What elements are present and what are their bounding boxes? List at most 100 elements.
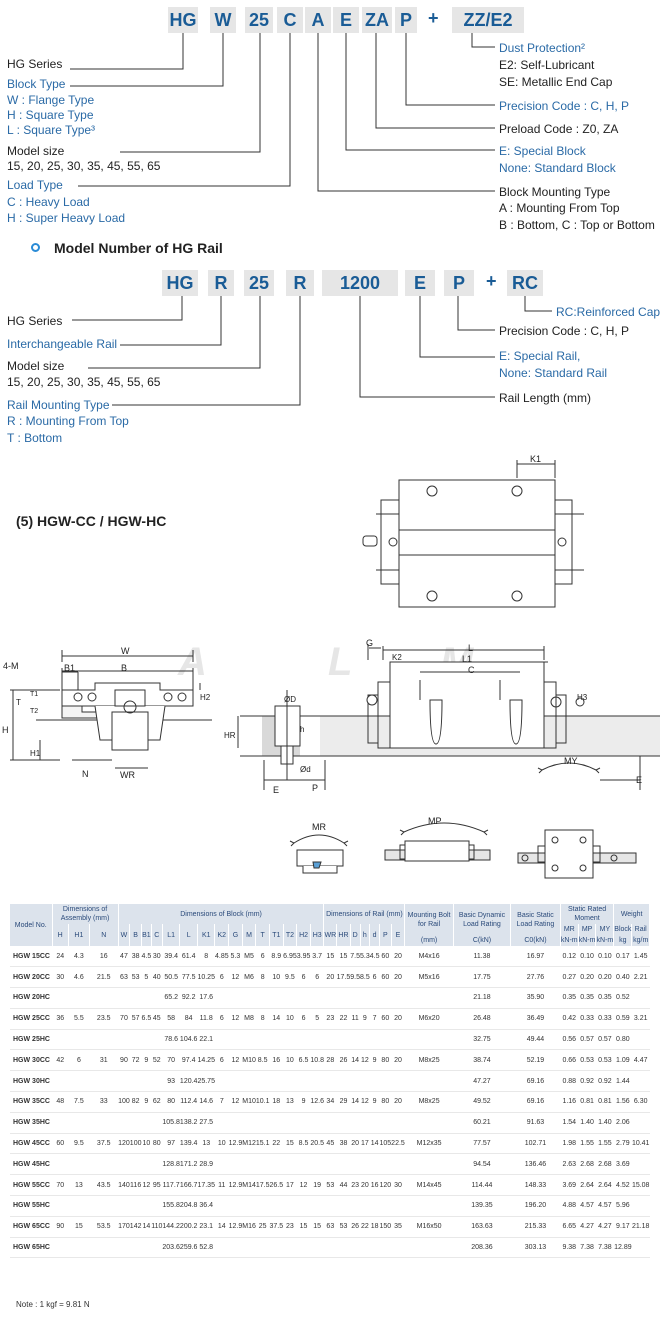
table-cell: 9.17 bbox=[613, 1216, 632, 1238]
table-cell bbox=[404, 1237, 454, 1259]
table-cell: 70 bbox=[118, 1008, 130, 1030]
table-cell: 110 bbox=[151, 1216, 163, 1238]
table-cell: 1.40 bbox=[578, 1112, 596, 1134]
table-cell: 12 bbox=[228, 1008, 243, 1030]
table-cell: M5x16 bbox=[404, 966, 454, 989]
table-cell: M12 bbox=[242, 1133, 256, 1155]
table-cell: 7 bbox=[369, 1008, 380, 1030]
table-cell: 84 bbox=[179, 1008, 198, 1030]
table-cell: 63 bbox=[118, 966, 130, 989]
table-cell: 30 bbox=[52, 966, 69, 989]
rail-heading: Model Number of HG Rail bbox=[54, 240, 223, 256]
block-code-leader-lines bbox=[70, 33, 495, 192]
rail-code-leader-lines bbox=[72, 296, 552, 406]
table-cell: 208.36 bbox=[453, 1237, 511, 1259]
dim-p: P bbox=[312, 783, 319, 793]
table-cell: 80 bbox=[151, 1133, 163, 1155]
table-cell: 3.7 bbox=[310, 946, 324, 968]
table-cell: 2.64 bbox=[595, 1174, 614, 1197]
table-cell bbox=[255, 1195, 270, 1217]
table-cell bbox=[89, 1029, 119, 1051]
table-cell: 19 bbox=[310, 1174, 324, 1197]
table-cell bbox=[141, 987, 152, 1009]
table-cell: 77.57 bbox=[453, 1133, 511, 1155]
table-cell: 17.5 bbox=[255, 1174, 270, 1197]
table-cell: 90 bbox=[118, 1049, 130, 1072]
table-cell: 32.75 bbox=[453, 1029, 511, 1051]
table-cell bbox=[391, 1195, 405, 1217]
table-cell: 9 bbox=[369, 1091, 380, 1113]
table-cell bbox=[228, 1029, 243, 1051]
rail-length-label: Rail Length (mm) bbox=[499, 391, 592, 405]
table-cell bbox=[336, 1029, 351, 1051]
dim-od-small: Ød bbox=[300, 765, 311, 774]
table-cell bbox=[242, 1070, 256, 1093]
table-cell: 15 bbox=[323, 946, 337, 968]
table-cell: 0.35 bbox=[578, 987, 596, 1009]
table-cell: 44 bbox=[336, 1174, 351, 1197]
table-cell: 23 bbox=[323, 1008, 337, 1030]
code-seg-preload: ZA bbox=[362, 7, 392, 33]
table-cell: 8 bbox=[197, 946, 215, 968]
th-unit-4: kg/m bbox=[631, 935, 650, 946]
table-cell: 12 bbox=[360, 1091, 370, 1113]
block-mounting-a: A : Mounting From Top bbox=[499, 201, 620, 215]
table-cell: 45 bbox=[323, 1133, 337, 1155]
table-cell: 38 bbox=[129, 946, 142, 968]
table-cell bbox=[404, 1070, 454, 1093]
rail-seg-length: 1200 bbox=[322, 270, 398, 296]
table-cell: 8.9 bbox=[269, 946, 284, 968]
table-cell: 0.92 bbox=[578, 1070, 596, 1093]
table-cell bbox=[214, 1070, 229, 1093]
table-cell: 21.18 bbox=[631, 1216, 650, 1238]
table-cell bbox=[391, 1237, 405, 1259]
table-cell bbox=[631, 1029, 650, 1051]
table-cell: 25 bbox=[255, 1216, 270, 1238]
table-cell: M14 bbox=[242, 1174, 256, 1197]
moment-mp-label: MP bbox=[428, 816, 442, 826]
th-sub-25: (mm) bbox=[404, 935, 454, 946]
block-model-size-values: 15, 20, 25, 30, 35, 45, 55, 65 bbox=[7, 159, 161, 173]
table-cell bbox=[369, 1237, 380, 1259]
dim-t: T bbox=[16, 698, 21, 707]
table-cell: 0.42 bbox=[560, 1008, 579, 1030]
table-cell: 22.1 bbox=[197, 1029, 215, 1051]
th-model: Model No. bbox=[10, 904, 53, 946]
table-cell bbox=[68, 1070, 90, 1093]
rail-interchangeable-label: Interchangeable Rail bbox=[7, 337, 118, 351]
table-cell: 0.53 bbox=[595, 1049, 614, 1072]
table-cell: 10 bbox=[141, 1133, 152, 1155]
table-cell bbox=[360, 1070, 370, 1093]
dim-w: W bbox=[121, 646, 130, 656]
table-cell bbox=[369, 1153, 380, 1176]
table-cell: 13 bbox=[68, 1174, 90, 1197]
dim-hr: HR bbox=[224, 731, 236, 740]
table-cell: 9 bbox=[296, 1091, 311, 1113]
table-cell: 80 bbox=[379, 1091, 392, 1113]
table-cell: 47.27 bbox=[453, 1070, 511, 1093]
block-series-label: HG Series bbox=[7, 57, 63, 71]
table-cell: 14 bbox=[369, 1133, 380, 1155]
th-sub-12: M bbox=[242, 924, 257, 946]
table-cell: 11 bbox=[350, 1008, 361, 1030]
table-cell bbox=[336, 1112, 351, 1134]
table-cell: 12.9 bbox=[228, 1133, 243, 1155]
table-cell: 23 bbox=[283, 1216, 297, 1238]
table-cell bbox=[228, 987, 243, 1009]
table-cell: 0.57 bbox=[578, 1029, 596, 1051]
table-cell bbox=[214, 987, 229, 1009]
th-sub-9: K1 bbox=[197, 924, 216, 946]
table-cell bbox=[269, 1153, 284, 1176]
table-cell-model: HGW 35CC bbox=[10, 1091, 52, 1113]
dim-h-small: h bbox=[300, 725, 305, 734]
table-cell: 97.4 bbox=[179, 1049, 198, 1072]
table-cell bbox=[52, 1029, 69, 1051]
table-cell bbox=[242, 1195, 256, 1217]
table-cell: 20 bbox=[391, 1008, 405, 1030]
table-cell bbox=[68, 1195, 90, 1217]
table-cell: 4.47 bbox=[631, 1049, 650, 1072]
table-cell: 9.5 bbox=[350, 966, 361, 989]
